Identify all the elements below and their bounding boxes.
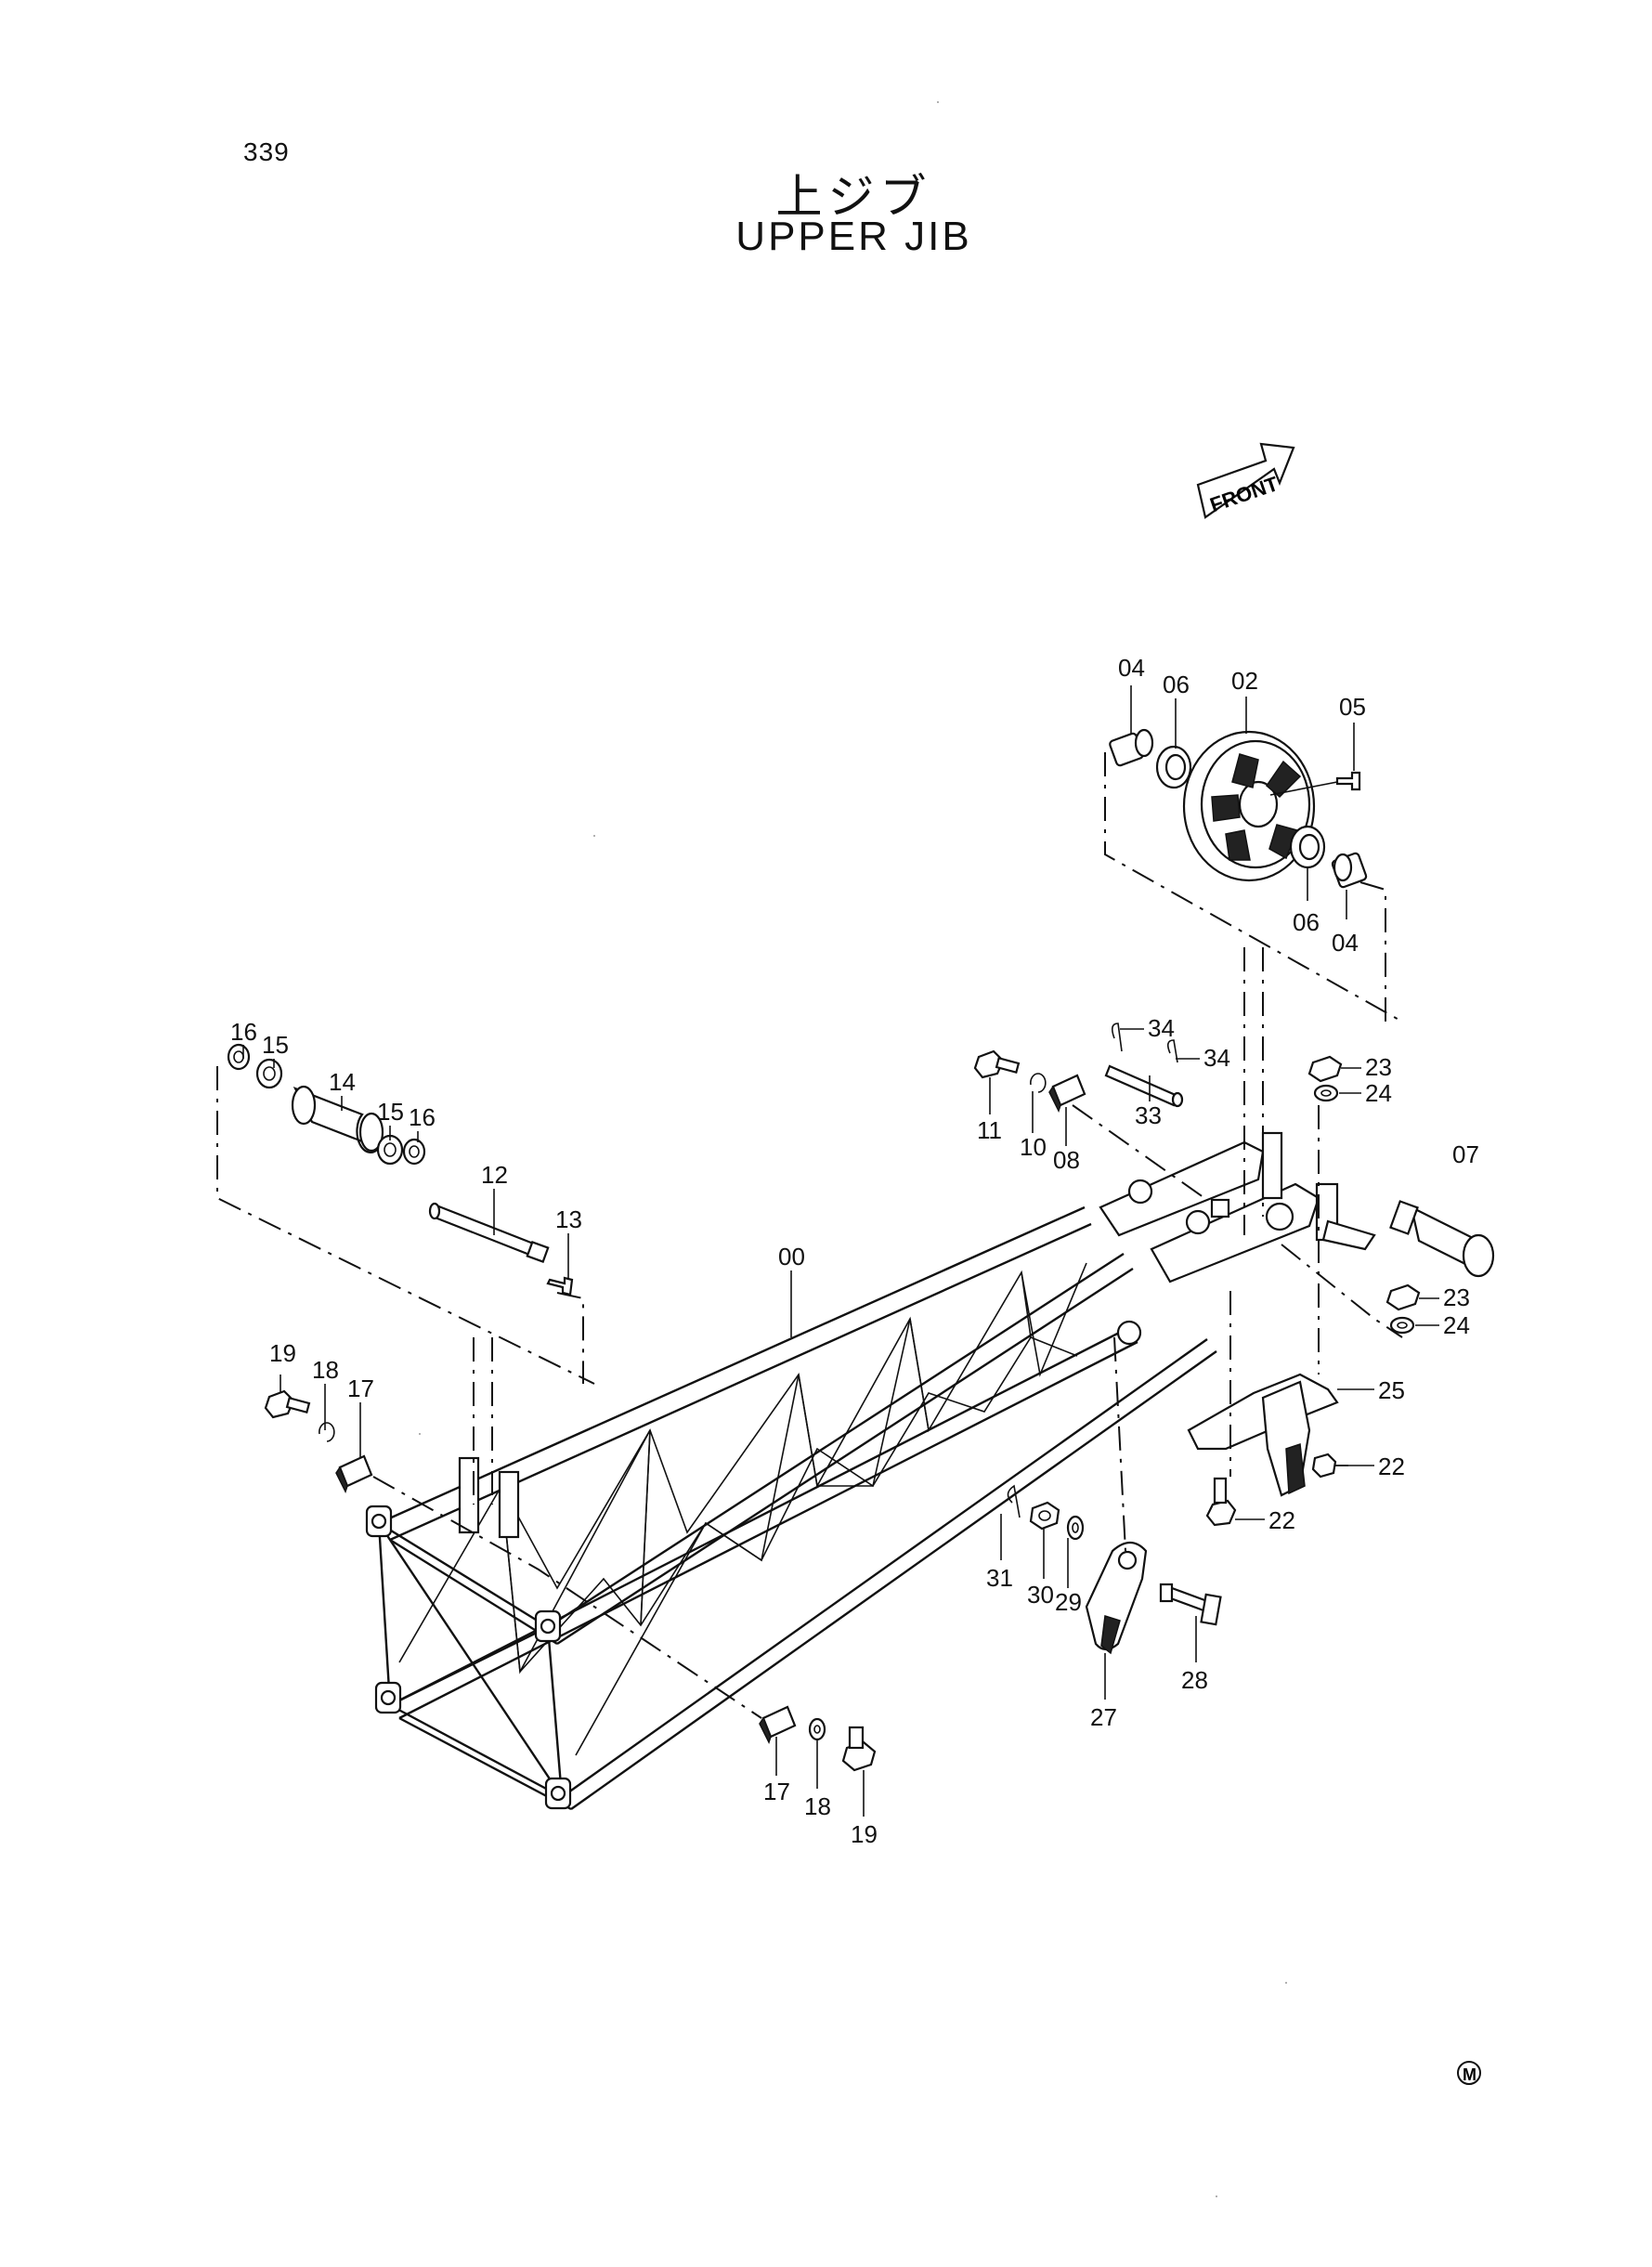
part-label-05: 05 <box>1339 693 1366 721</box>
washer-16-right <box>402 1138 426 1166</box>
part-label-15: 15 <box>262 1031 289 1059</box>
part-label-23: 23 <box>1443 1283 1470 1311</box>
part-label-11: 11 <box>977 1116 1002 1144</box>
grease-fitting-05 <box>1269 771 1361 796</box>
base-lug <box>365 1505 572 1810</box>
part-label-19: 19 <box>851 1820 878 1848</box>
part-label-34: 34 <box>1148 1014 1175 1042</box>
pin-34-right <box>1166 1039 1178 1063</box>
assembly-reference-lines <box>216 752 1403 1719</box>
pin-28 <box>1159 1583 1222 1626</box>
part-label-14: 14 <box>329 1068 356 1096</box>
sheave-assembly <box>1109 728 1368 889</box>
washer-18-left <box>319 1422 335 1442</box>
bolt-19-right <box>841 1726 877 1772</box>
pin-33 <box>1104 1064 1184 1108</box>
pin-assembly-left <box>227 1043 574 1296</box>
pin-34-left <box>1111 1023 1123 1052</box>
washer-16-left <box>227 1043 251 1071</box>
part-label-34: 34 <box>1203 1044 1230 1072</box>
pin-12 <box>428 1202 550 1264</box>
part-label-22: 22 <box>1268 1506 1295 1534</box>
page-number: 339 <box>243 137 290 166</box>
part-label-30: 30 <box>1027 1581 1054 1609</box>
part-label-24: 24 <box>1365 1079 1392 1107</box>
part-label-31: 31 <box>986 1564 1013 1592</box>
collar-15-left <box>255 1058 283 1089</box>
washer-18-right <box>808 1717 826 1741</box>
jib-tip-head <box>1099 1131 1376 1346</box>
pin-07 <box>1389 1200 1495 1278</box>
washer-24-upper <box>1313 1084 1339 1102</box>
bolt-19-left <box>264 1389 311 1419</box>
bracket-25 <box>1187 1373 1339 1497</box>
part-label-23: 23 <box>1365 1053 1392 1081</box>
part-label-15: 15 <box>377 1098 404 1126</box>
plate-17-right <box>759 1705 797 1744</box>
upper-jib-frame <box>365 1131 1376 1811</box>
leader-lines <box>242 685 1439 1817</box>
part-label-06: 06 <box>1293 908 1320 936</box>
part-label-28: 28 <box>1181 1666 1208 1694</box>
bushing-04-left <box>1109 728 1154 767</box>
model-mark: M <box>1463 2065 1476 2084</box>
bearing-06-right <box>1289 825 1326 869</box>
grease-fitting-13 <box>546 1276 574 1296</box>
washer-10 <box>1030 1073 1047 1093</box>
part-number-labels: 04 06 02 05 06 04 16 15 14 15 16 12 13 3… <box>230 654 1479 1848</box>
part-label-06: 06 <box>1163 671 1190 698</box>
part-label-16: 16 <box>409 1103 436 1131</box>
washer-24-lower <box>1389 1316 1415 1335</box>
title-japanese: 上ジブ <box>775 170 932 224</box>
sleeve-14 <box>291 1085 384 1153</box>
cotter-pin-31 <box>1007 1484 1021 1518</box>
part-label-25: 25 <box>1378 1376 1405 1404</box>
nut-30 <box>1029 1501 1060 1531</box>
part-label-12: 12 <box>481 1161 508 1189</box>
part-label-13: 13 <box>555 1205 582 1233</box>
part-label-16: 16 <box>230 1018 257 1046</box>
plate-08 <box>1048 1074 1086 1113</box>
model-mark-icon: M <box>1457 2061 1481 2085</box>
washer-29 <box>1066 1515 1085 1541</box>
bolt-11 <box>973 1049 1021 1079</box>
part-label-17: 17 <box>763 1778 790 1805</box>
part-label-33: 33 <box>1135 1101 1162 1129</box>
part-label-02: 02 <box>1231 667 1258 695</box>
part-label-17: 17 <box>347 1375 374 1402</box>
part-label-22: 22 <box>1378 1453 1405 1480</box>
part-label-04: 04 <box>1332 929 1359 957</box>
part-label-10: 10 <box>1020 1133 1047 1161</box>
title-english: UPPER JIB <box>735 214 972 259</box>
link-27 <box>1085 1541 1148 1655</box>
scan-specks <box>419 101 1287 2197</box>
part-label-08: 08 <box>1053 1146 1080 1174</box>
bolt-22-lower <box>1205 1477 1237 1527</box>
bushing-04-right <box>1331 852 1368 889</box>
part-label-19: 19 <box>269 1339 296 1367</box>
plate-17-left <box>335 1454 373 1493</box>
part-label-00: 00 <box>778 1243 805 1270</box>
part-label-18: 18 <box>804 1792 831 1820</box>
part-label-18: 18 <box>312 1356 339 1384</box>
nut-23-upper <box>1307 1055 1343 1083</box>
part-label-24: 24 <box>1443 1311 1470 1339</box>
nut-23-lower <box>1385 1283 1421 1311</box>
part-label-07: 07 <box>1452 1140 1479 1168</box>
front-arrow-icon: FRONT <box>1196 442 1295 519</box>
bearing-06-left <box>1155 745 1192 789</box>
sheave-02 <box>1182 730 1316 882</box>
part-label-27: 27 <box>1090 1703 1117 1731</box>
part-label-04: 04 <box>1118 654 1145 682</box>
part-label-29: 29 <box>1055 1588 1082 1616</box>
